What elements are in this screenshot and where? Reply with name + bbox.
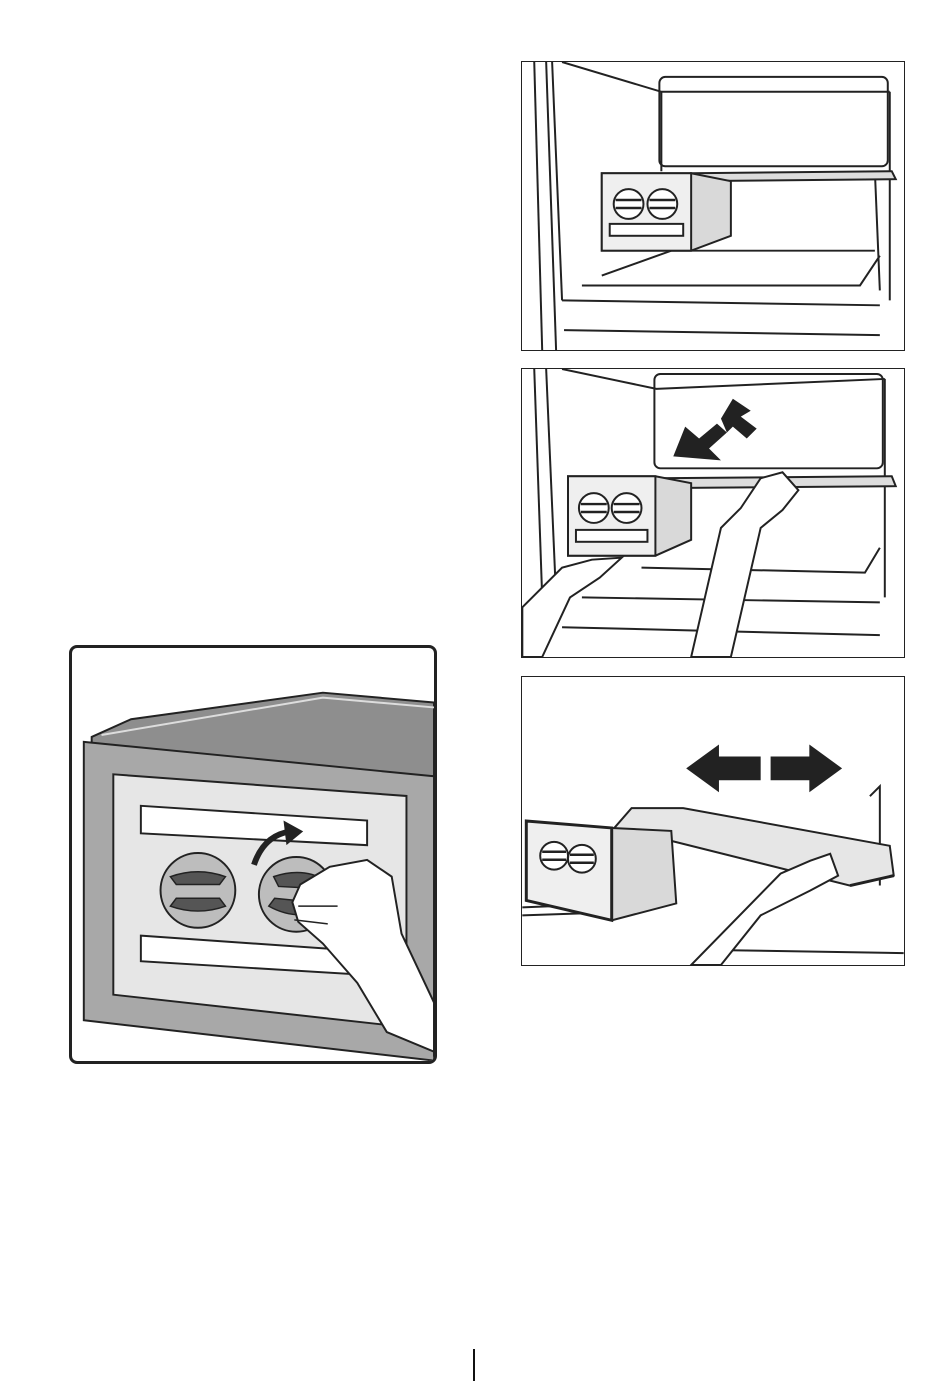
figure-shelf-removal: [521, 368, 905, 658]
shelf-removal-illustration: [522, 369, 904, 657]
figure-shelf-slide: [521, 676, 905, 966]
double-arrow-icon: [686, 745, 842, 793]
figure-dial-rotate: [69, 645, 437, 1064]
dial-rotate-illustration: [72, 648, 434, 1061]
page-number-marker: [473, 1349, 475, 1381]
filter-dial-left: [161, 853, 236, 928]
fridge-interior-illustration: [522, 62, 904, 350]
figure-filter-installed: [521, 61, 905, 351]
shelf-slide-illustration: [522, 677, 904, 965]
double-arrow-icon: [673, 399, 756, 461]
